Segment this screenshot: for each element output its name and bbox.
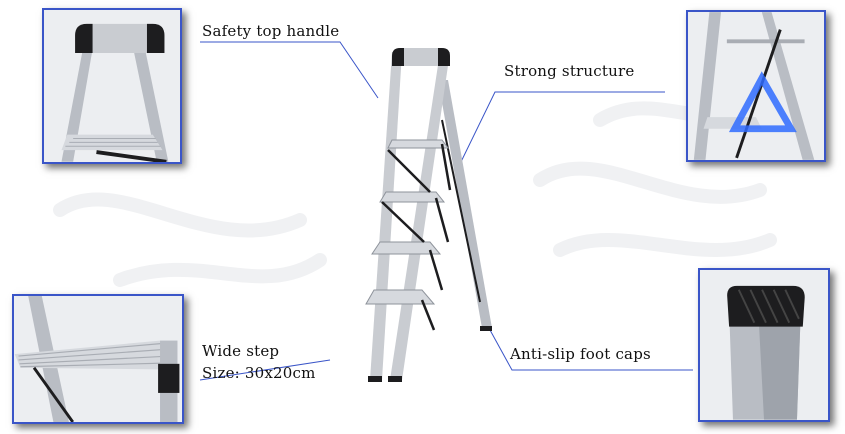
step-size: Size: 30x20cm <box>202 364 316 382</box>
foot-label: Anti-slip foot caps <box>510 345 651 363</box>
detail-frame-handle <box>42 8 182 164</box>
detail-frame-step <box>12 294 184 424</box>
callout-structure: Strong structure <box>504 60 634 82</box>
step-label: Wide step <box>202 342 280 360</box>
structure-label: Strong structure <box>504 62 635 80</box>
callout-step: Wide step Size: 30x20cm <box>202 340 316 384</box>
callout-handle: Safety top handle <box>202 20 339 42</box>
foot-cap-closeup-illustration <box>700 270 828 420</box>
callout-foot: Anti-slip foot caps <box>510 343 651 365</box>
detail-frame-foot <box>698 268 830 422</box>
detail-frame-structure <box>686 10 826 162</box>
structure-closeup-illustration <box>688 12 824 160</box>
step-closeup-illustration <box>14 296 182 422</box>
triangle-icon <box>728 71 797 133</box>
handle-closeup-illustration <box>44 10 180 162</box>
handle-label: Safety top handle <box>202 22 340 40</box>
ladder-illustration <box>365 48 492 382</box>
